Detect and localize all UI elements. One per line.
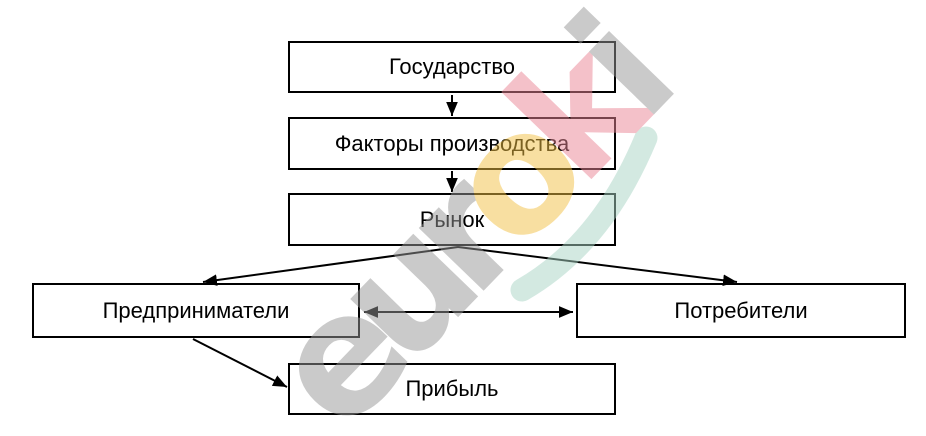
node-consumers-label: Потребители [674,297,808,323]
node-state-label: Государство [388,54,515,79]
edge-entrepreneurs-profit [192,338,288,388]
edge-market-consumers [457,246,738,287]
edge-market-entrepreneurs [202,246,459,286]
node-profit: Прибыль [288,363,616,415]
node-factors-label: Факторы производства [334,130,570,156]
node-profit-label: Прибыль [405,376,499,401]
node-entrepreneurs-label: Предприниматели [102,297,290,323]
watermark-letter: o [406,82,610,284]
node-consumers: Потребители [576,283,906,338]
node-market-label: Рынок [419,206,485,232]
node-state: Государство [288,41,616,93]
node-entrepreneurs: Предприниматели [32,283,360,338]
node-factors-of-production: Факторы производства [288,117,616,170]
node-market: Рынок [288,193,616,246]
